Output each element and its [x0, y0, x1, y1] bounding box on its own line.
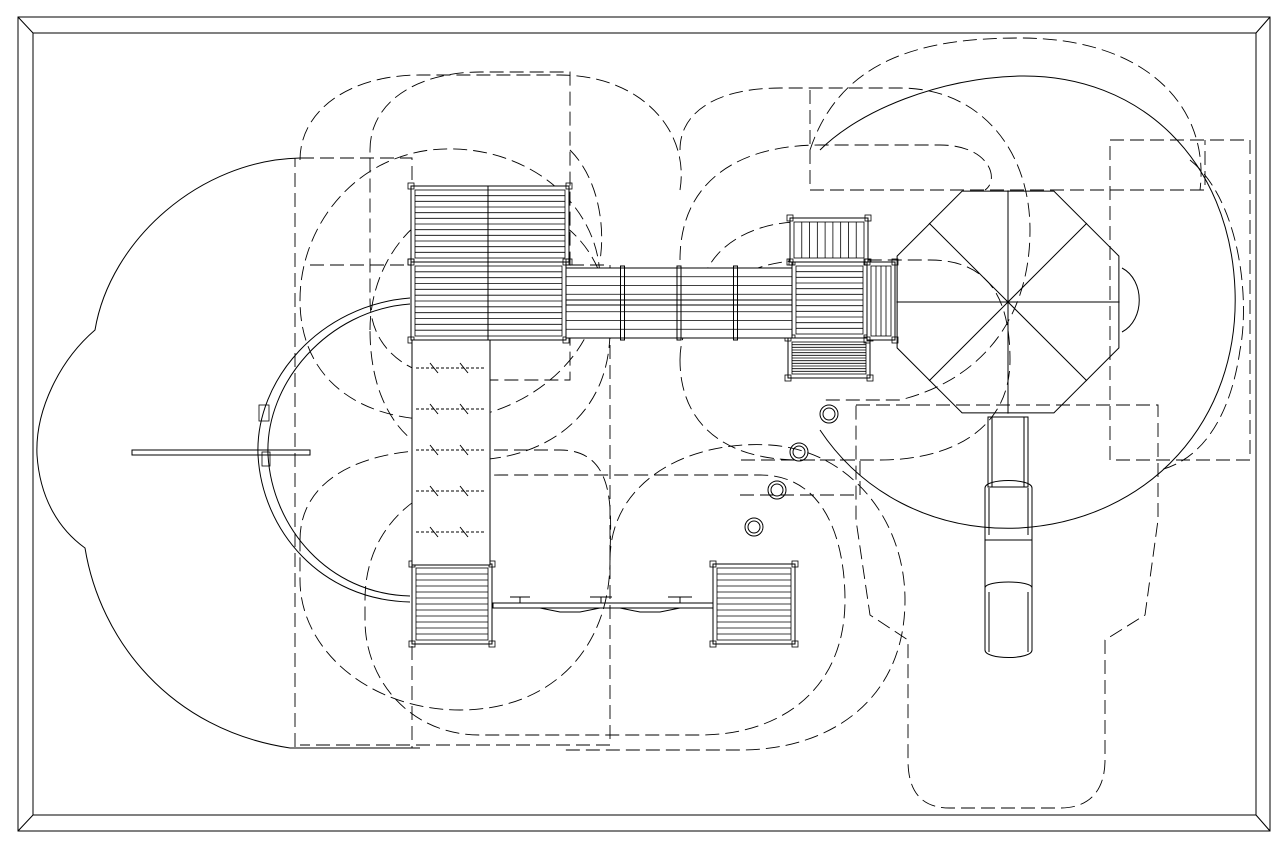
deck-right-bottom — [784, 334, 874, 382]
octagon-roof — [896, 190, 1140, 414]
deck-right — [788, 258, 871, 342]
use-zone-outline-right — [819, 75, 1236, 529]
straight-slide — [984, 416, 1033, 658]
deck-top-left — [407, 182, 573, 266]
deck-right-top — [786, 214, 872, 266]
border-frame — [17, 16, 1271, 832]
deck-bottom-right — [709, 560, 799, 648]
deck-right-step — [863, 258, 899, 344]
decks — [407, 182, 899, 648]
use-zone-outline-left — [36, 157, 420, 749]
walkway-bridge — [565, 265, 793, 341]
stepping-posts — [744, 404, 839, 537]
horizontal-bar — [131, 449, 311, 456]
balance-bars — [492, 596, 714, 613]
deck-bottom-left — [408, 560, 496, 648]
climber-ladder — [411, 339, 491, 566]
